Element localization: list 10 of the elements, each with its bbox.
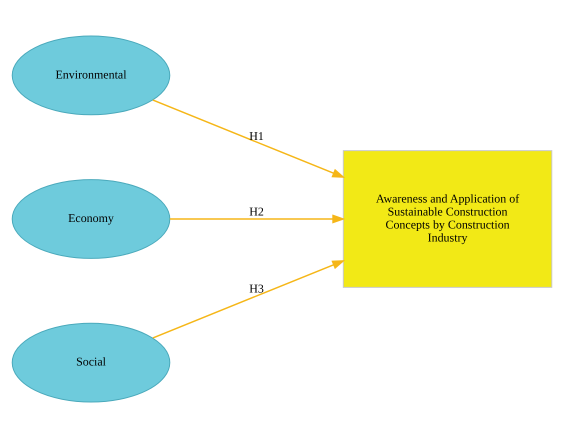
edge-label: H2 — [249, 204, 264, 218]
edge-label: H1 — [249, 128, 264, 142]
node-box: Awareness and Application of Sustainable Construction Concepts by Construction Industry — [342, 150, 552, 288]
edge-label: H3 — [249, 280, 264, 295]
node-ellipse: Economy — [12, 178, 170, 258]
node-ellipse: Environmental — [12, 35, 170, 115]
arrow — [152, 260, 346, 338]
arrow — [170, 214, 346, 224]
arrow — [152, 98, 346, 178]
node-ellipse: Social — [12, 322, 170, 402]
